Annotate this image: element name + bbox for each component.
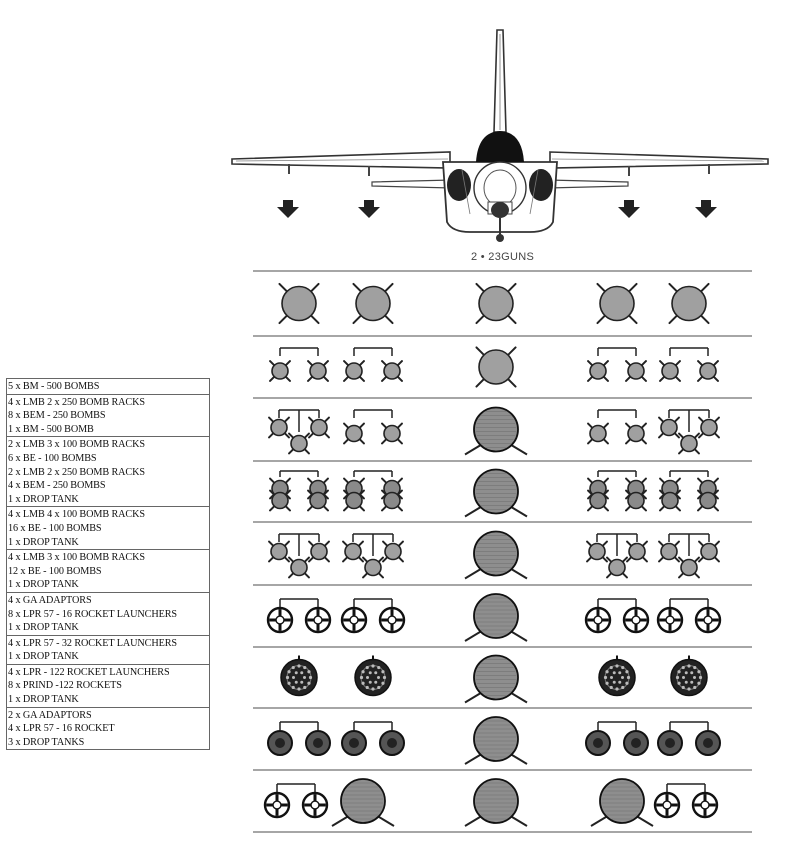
legend-line: 2 x GA ADAPTORS: [8, 709, 92, 721]
drop-tank-icon: [590, 778, 654, 827]
loadout-legend: 5 x BM - 500 BOMBS 4 x LMB 2 x 250 BOMB R…: [6, 378, 210, 751]
legend-cell: 4 x LPR 57 - 32 ROCKET LAUNCHERS 1 x DROP…: [7, 636, 209, 665]
legend-cell: 5 x BM - 500 BOMBS: [7, 379, 209, 395]
legend-cell: 4 x LPR - 122 ROCKET LAUNCHERS 8 x PRIND …: [7, 665, 209, 708]
bomb-icon: [475, 346, 517, 388]
aircraft-front-view: [231, 29, 769, 242]
loadout-row: [268, 406, 720, 456]
legend-line: 4 x BEM - 250 BOMBS: [8, 480, 106, 492]
drop-tank-icon: [464, 778, 528, 827]
legend-line: 4 x LPR - 122 ROCKET LAUNCHERS: [8, 666, 170, 678]
bomb-icon: [659, 470, 719, 512]
station-arrow-icon: [618, 200, 640, 218]
rocket-launcher-icon: [266, 598, 332, 634]
bomb-icon: [343, 347, 403, 382]
bomb-icon: [658, 409, 720, 455]
guns-label: 2 • 23GUNS: [471, 251, 535, 263]
loadout-row: [268, 530, 720, 580]
legend-line: 8 x BEM - 250 BOMBS: [8, 410, 106, 422]
legend-line: 4 x LMB 2 x 250 BOMB RACKS: [8, 396, 145, 408]
bomb-icon: [596, 282, 638, 325]
legend-line: 16 x BE - 100 BOMBS: [8, 522, 102, 534]
station-arrow-icon: [695, 200, 717, 218]
bomb-icon: [343, 470, 403, 512]
legend-line: 1 x DROP TANK: [8, 651, 79, 663]
bomb-icon: [475, 282, 517, 325]
rocket-launcher-icon: [657, 721, 721, 756]
drop-tank-icon: [464, 530, 528, 580]
legend-line: 4 x LMB 4 x 100 BOMB RACKS: [8, 509, 145, 521]
bomb-icon: [658, 533, 720, 579]
legend-line: 8 x LPR 57 - 16 ROCKET LAUNCHERS: [8, 608, 177, 620]
rocket-launcher-icon: [656, 598, 722, 634]
legend-line: 4 x LPR 57 - 16 ROCKET: [8, 723, 115, 735]
station-arrows: [277, 200, 717, 218]
bomb-icon: [668, 282, 710, 325]
station-arrow-icon: [277, 200, 299, 218]
legend-line: 4 x LMB 3 x 100 BOMB RACKS: [8, 552, 145, 564]
loadout-row: [269, 468, 719, 518]
bomb-icon: [659, 347, 719, 382]
legend-line: 5 x BM - 500 BOMBS: [8, 381, 100, 392]
legend-line: 3 x DROP TANKS: [8, 736, 85, 748]
legend-line: 1 x DROP TANK: [8, 579, 79, 591]
drop-tank-icon: [464, 654, 528, 704]
legend-line: 8 x PRIND -122 ROCKETS: [8, 680, 122, 692]
bomb-icon: [352, 282, 394, 325]
rocket-launcher-icon: [263, 783, 329, 819]
legend-line: 1 x DROP TANK: [8, 536, 79, 548]
legend-line: 4 x GA ADAPTORS: [8, 594, 92, 606]
loadout-row: [278, 282, 710, 325]
rocket-launcher-icon: [340, 598, 406, 634]
drop-tank-icon: [464, 716, 528, 765]
bomb-icon: [269, 470, 329, 512]
drop-tank-icon: [464, 406, 528, 456]
legend-line: 2 x LMB 3 x 100 BOMB RACKS: [8, 439, 145, 451]
rocket-launcher-icon: [584, 598, 650, 634]
drop-tank-icon: [464, 468, 528, 518]
rocket-launcher-icon: [341, 721, 405, 756]
bomb-icon: [587, 347, 647, 382]
bomb-icon: [278, 282, 320, 325]
loadout-row: [269, 346, 719, 388]
legend-cell: 4 x GA ADAPTORS 8 x LPR 57 - 16 ROCKET LA…: [7, 593, 209, 636]
bomb-icon: [342, 533, 404, 579]
legend-cell: 4 x LMB 2 x 250 BOMB RACKS 8 x BEM - 250 …: [7, 395, 209, 438]
legend-line: 12 x BE - 100 BOMBS: [8, 565, 102, 577]
loadout-row: [267, 716, 721, 765]
rocket-launcher-icon: [670, 655, 708, 697]
rocket-launcher-icon: [653, 783, 719, 819]
bomb-icon: [586, 533, 648, 579]
loadout-row: [263, 778, 719, 827]
loadout-row: [266, 593, 722, 642]
rocket-launcher-icon: [267, 721, 331, 756]
bomb-icon: [587, 409, 647, 445]
rocket-launcher-icon: [280, 655, 318, 697]
bomb-icon: [268, 409, 330, 455]
loadout-row: [280, 654, 708, 704]
rocket-launcher-icon: [598, 655, 636, 697]
drop-tank-icon: [464, 593, 528, 642]
bomb-icon: [269, 347, 329, 382]
bomb-icon: [268, 533, 330, 579]
loadout-rows: [253, 270, 752, 833]
rocket-launcher-icon: [354, 655, 392, 697]
legend-line: 1 x BM - 500 BOMB: [8, 423, 94, 435]
station-arrow-icon: [358, 200, 380, 218]
legend-line: 4 x LPR 57 - 32 ROCKET LAUNCHERS: [8, 637, 177, 649]
bomb-icon: [587, 470, 647, 512]
legend-line: 1 x DROP TANK: [8, 622, 79, 634]
legend-line: 6 x BE - 100 BOMBS: [8, 452, 97, 464]
legend-line: 1 x DROP TANK: [8, 694, 79, 706]
bomb-icon: [343, 409, 403, 445]
legend-line: 2 x LMB 2 x 250 BOMB RACKS: [8, 466, 145, 478]
legend-line: 1 x DROP TANK: [8, 493, 79, 505]
drop-tank-icon: [331, 778, 395, 827]
rocket-launcher-icon: [585, 721, 649, 756]
